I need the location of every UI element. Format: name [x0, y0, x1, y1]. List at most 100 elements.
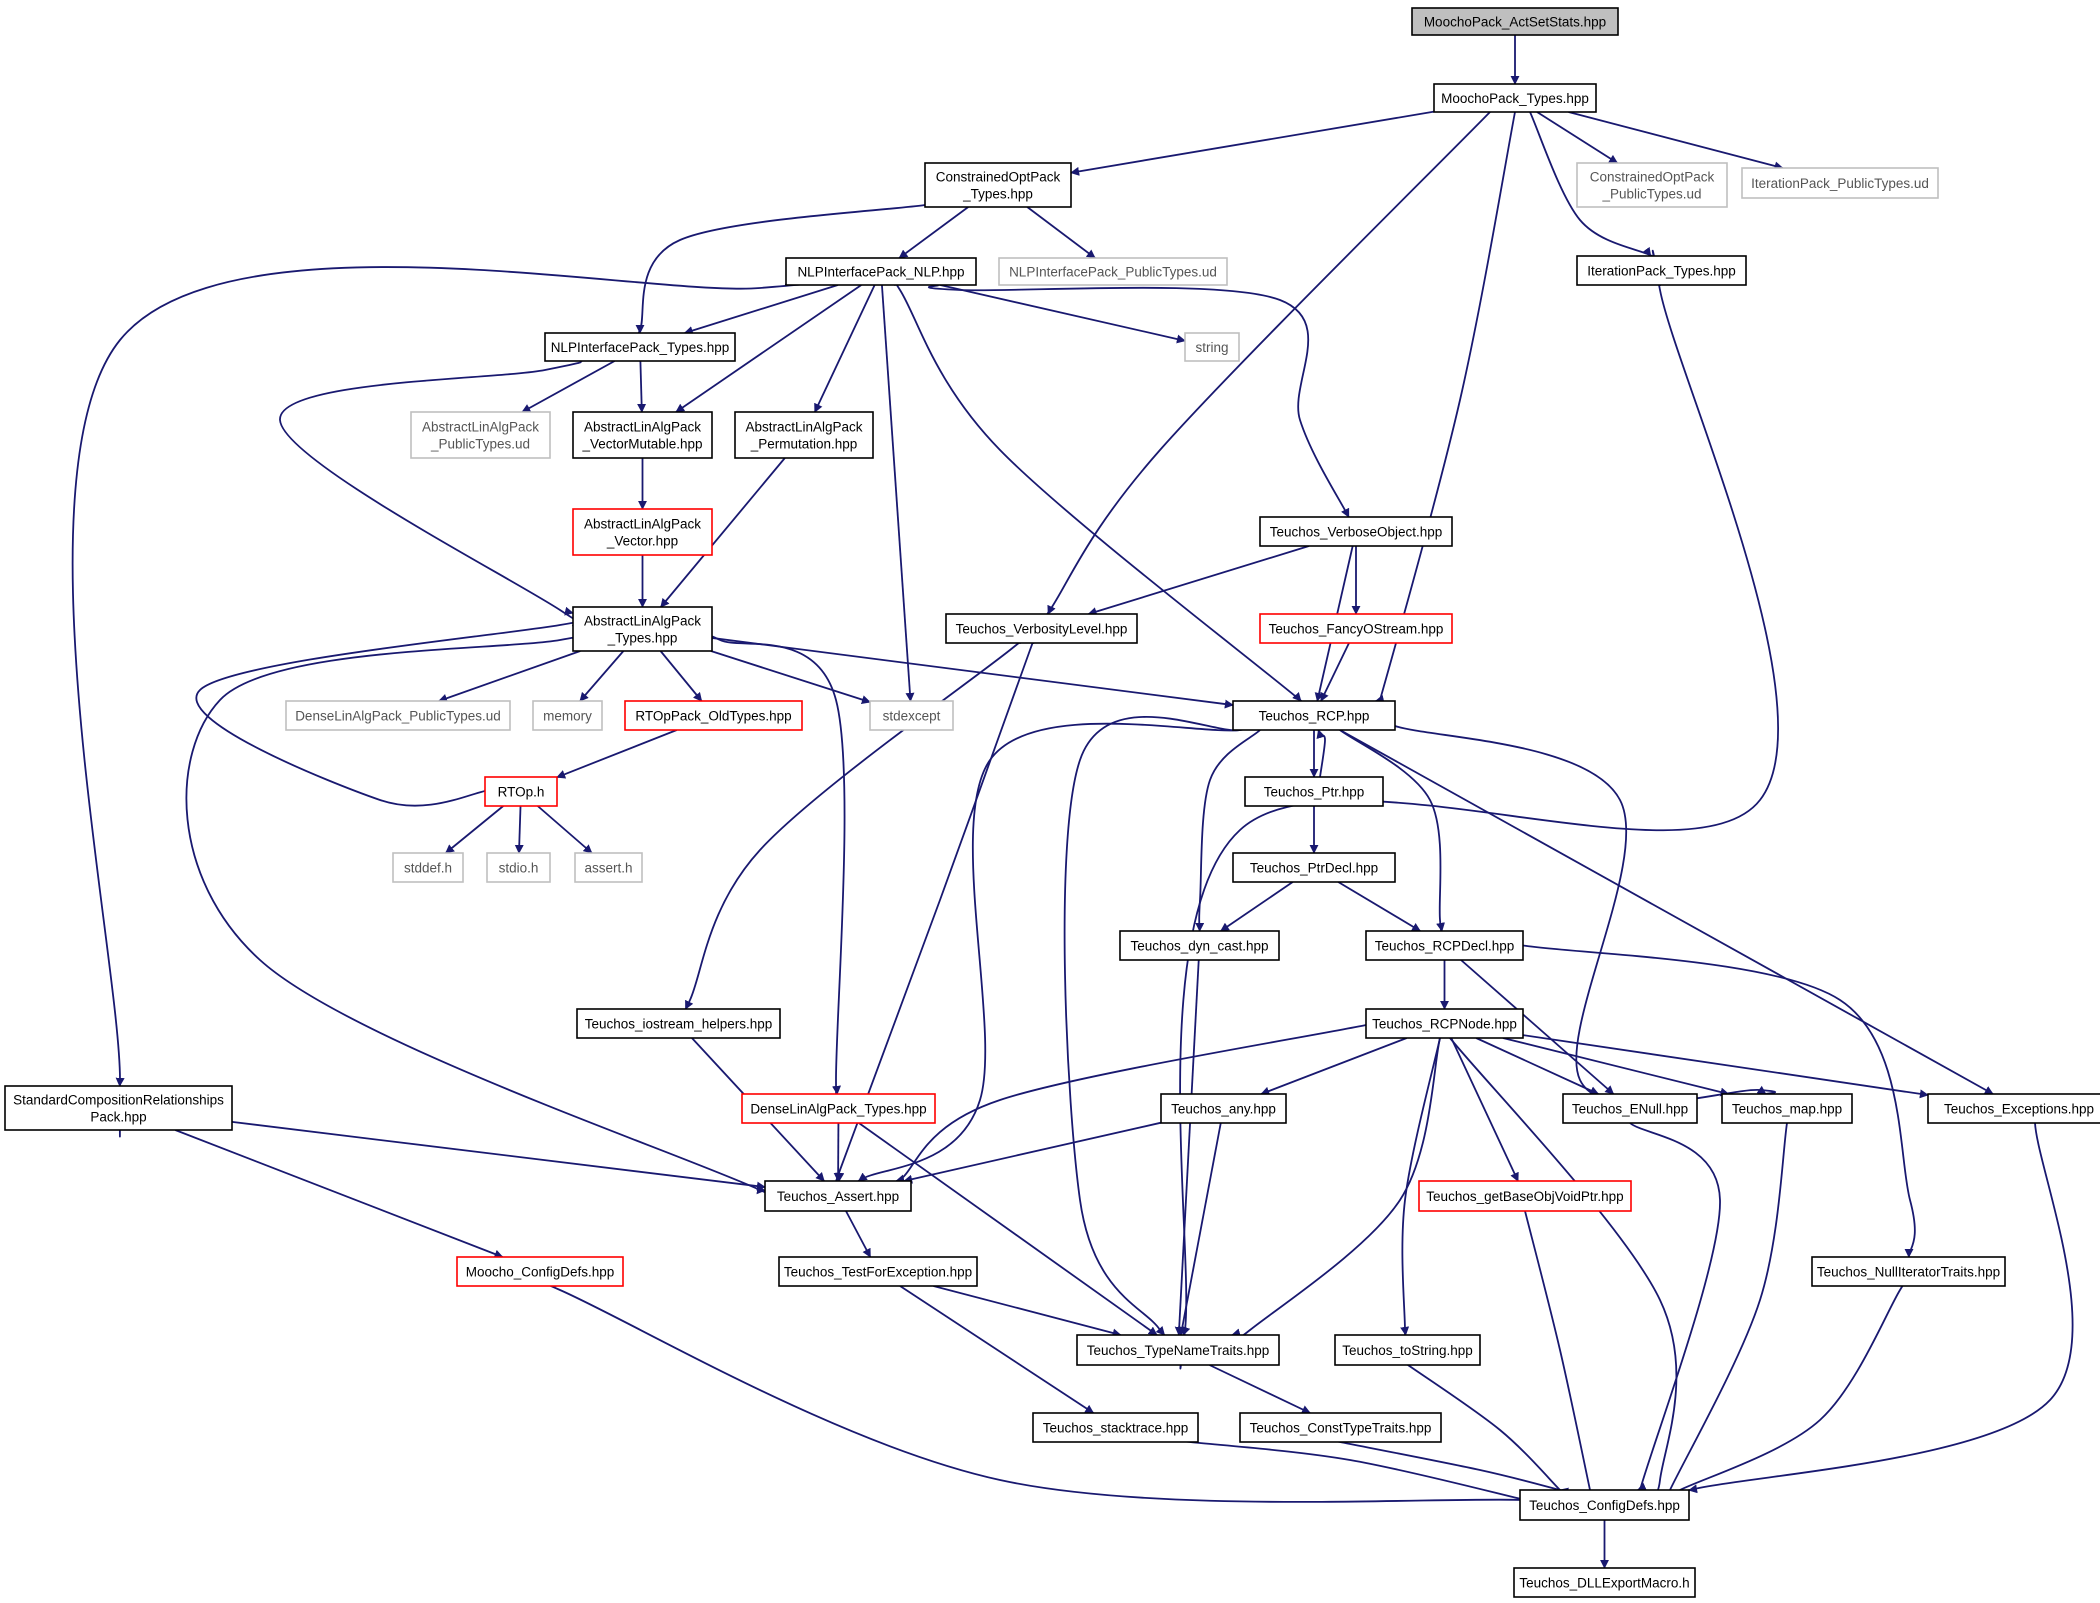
node-verbobj[interactable]: Teuchos_VerboseObject.hpp	[1259, 516, 1453, 547]
node-enull[interactable]: Teuchos_ENull.hpp	[1562, 1093, 1698, 1124]
node-memory[interactable]: memory	[532, 700, 603, 731]
node-rcpdecl[interactable]: Teuchos_RCPDecl.hpp	[1365, 930, 1524, 961]
edge-typename-to-consttype	[1209, 1364, 1311, 1414]
node-nullit[interactable]: Teuchos_NullIteratorTraits.hpp	[1811, 1256, 2006, 1287]
node-vector[interactable]: AbstractLinAlgPack_Vector.hpp	[572, 508, 713, 556]
node-label: AbstractLinAlgPack	[422, 420, 539, 435]
node-map[interactable]: Teuchos_map.hpp	[1721, 1093, 1853, 1124]
edge-perm-to-alatypes	[660, 457, 786, 608]
node-fancy[interactable]: Teuchos_FancyOStream.hpp	[1259, 613, 1453, 644]
node-label: _Types.hpp	[607, 631, 678, 646]
node-nlp[interactable]: NLPInterfacePack_NLP.hpp	[785, 257, 977, 286]
node-tassert[interactable]: Teuchos_Assert.hpp	[764, 1180, 912, 1212]
node-alaud[interactable]: AbstractLinAlgPack _PublicTypes.ud	[410, 411, 551, 459]
edge-rcpnode-to-tassert	[890, 1018, 1395, 1188]
edge-getbase-to-tconfig	[1521, 1199, 1597, 1502]
node-stdexcept[interactable]: stdexcept	[869, 700, 954, 731]
node-dllexport[interactable]: Teuchos_DLLExportMacro.h	[1513, 1567, 1696, 1598]
node-ptrdecl[interactable]: Teuchos_PtrDecl.hpp	[1232, 852, 1396, 883]
node-alatypes[interactable]: AbstractLinAlgPack_Types.hpp	[572, 606, 713, 652]
node-label: memory	[543, 709, 592, 724]
edge-nlp-to-rcp	[890, 275, 1324, 720]
node-label: Teuchos_TypeNameTraits.hpp	[1087, 1343, 1270, 1358]
node-perm[interactable]: AbstractLinAlgPack_Permutation.hpp	[734, 411, 874, 459]
node-tostring[interactable]: Teuchos_toString.hpp	[1334, 1334, 1481, 1366]
node-root[interactable]: MoochoPack_ActSetStats.hpp	[1411, 7, 1619, 36]
node-label: Teuchos_any.hpp	[1171, 1102, 1276, 1117]
node-rcp[interactable]: Teuchos_RCP.hpp	[1232, 700, 1396, 731]
node-string[interactable]: string	[1184, 332, 1240, 362]
node-copt[interactable]: ConstrainedOptPack_Types.hpp	[924, 162, 1072, 208]
node-label: DenseLinAlgPack_PublicTypes.ud	[295, 709, 501, 724]
node-stddef[interactable]: stddef.h	[392, 852, 464, 883]
node-rcpnode[interactable]: Teuchos_RCPNode.hpp	[1365, 1008, 1524, 1039]
node-box	[1239, 1412, 1442, 1443]
node-verblvl[interactable]: Teuchos_VerbosityLevel.hpp	[945, 613, 1138, 644]
edge-itertypes-to-typename	[1179, 249, 1779, 1370]
node-tconfig[interactable]: Teuchos_ConfigDefs.hpp	[1519, 1489, 1690, 1521]
node-box	[624, 700, 803, 731]
node-box	[998, 257, 1228, 286]
node-box	[456, 1256, 624, 1287]
node-label: _Permutation.hpp	[750, 437, 858, 452]
node-getbase[interactable]: Teuchos_getBaseObjVoidPtr.hpp	[1418, 1180, 1632, 1212]
node-iterud[interactable]: IterationPack_PublicTypes.ud	[1741, 167, 1939, 199]
node-ptr[interactable]: Teuchos_Ptr.hpp	[1244, 776, 1384, 807]
node-label: Teuchos_DLLExportMacro.h	[1519, 1576, 1689, 1591]
edge-alatypes-to-dlaud	[438, 650, 581, 703]
node-box	[778, 1256, 978, 1287]
edge-copt-to-nlpud	[1026, 206, 1096, 259]
edge-exceptions-to-tconfig	[1662, 1101, 2074, 1498]
node-label: IterationPack_PublicTypes.ud	[1751, 176, 1929, 191]
node-any[interactable]: Teuchos_any.hpp	[1160, 1093, 1287, 1124]
node-vecmut[interactable]: AbstractLinAlgPack_VectorMutable.hpp	[572, 411, 713, 459]
node-rtopold[interactable]: RTOpPack_OldTypes.hpp	[624, 700, 803, 731]
edge-alatypes-to-memory	[579, 650, 625, 702]
edge-nlp-to-nlptypes	[683, 284, 839, 335]
node-nlptypes[interactable]: NLPInterfacePack_Types.hpp	[544, 332, 736, 362]
node-exceptions[interactable]: Teuchos_Exceptions.hpp	[1927, 1093, 2100, 1124]
node-label: _PublicTypes.ud	[1601, 187, 1701, 202]
node-assert[interactable]: assert.h	[574, 852, 643, 883]
edge-nlp-to-verbobj	[928, 284, 1350, 518]
node-typename[interactable]: Teuchos_TypeNameTraits.hpp	[1076, 1334, 1280, 1366]
node-consttype[interactable]: Teuchos_ConstTypeTraits.hpp	[1239, 1412, 1442, 1443]
node-dlaud[interactable]: DenseLinAlgPack_PublicTypes.ud	[285, 700, 511, 731]
node-box	[1562, 1093, 1698, 1124]
node-stdio[interactable]: stdio.h	[486, 852, 551, 883]
node-stacktrace[interactable]: Teuchos_stacktrace.hpp	[1032, 1412, 1199, 1443]
node-coptud[interactable]: ConstrainedOptPack_PublicTypes.ud	[1576, 162, 1728, 208]
node-rtop[interactable]: RTOp.h	[484, 776, 558, 807]
node-box	[1519, 1489, 1690, 1521]
node-box	[741, 1093, 936, 1124]
node-dyncast[interactable]: Teuchos_dyn_cast.hpp	[1119, 930, 1280, 961]
node-label: Teuchos_RCPNode.hpp	[1372, 1017, 1517, 1032]
node-label: Teuchos_RCPDecl.hpp	[1375, 939, 1515, 954]
node-dlatypes[interactable]: DenseLinAlgPack_Types.hpp	[741, 1093, 936, 1124]
node-box	[1076, 1334, 1280, 1366]
node-box	[1184, 332, 1240, 362]
node-label: Teuchos_TestForException.hpp	[784, 1265, 972, 1280]
node-itertypes[interactable]: IterationPack_Types.hpp	[1576, 255, 1747, 286]
edge-mconfig-to-tconfig	[525, 1273, 1564, 1505]
node-box	[1927, 1093, 2100, 1124]
edge-rtop-to-assert	[537, 805, 593, 854]
node-mconfig[interactable]: Moocho_ConfigDefs.hpp	[456, 1256, 624, 1287]
node-box	[1259, 516, 1453, 547]
node-box	[392, 852, 464, 883]
edge-ptrdecl-to-dyncast	[1220, 881, 1294, 932]
edge-types-to-coptud	[1536, 111, 1619, 164]
node-nlpud[interactable]: NLPInterfacePack_PublicTypes.ud	[998, 257, 1228, 286]
edge-rcp-to-dyncast	[1195, 725, 1265, 932]
node-label: MoochoPack_ActSetStats.hpp	[1424, 15, 1606, 30]
node-box	[1411, 7, 1619, 36]
node-types[interactable]: MoochoPack_Types.hpp	[1433, 83, 1597, 113]
node-testexc[interactable]: Teuchos_TestForException.hpp	[778, 1256, 978, 1287]
node-box	[1741, 167, 1939, 199]
edge-rtopold-to-rtop	[556, 729, 678, 779]
node-box	[572, 411, 713, 459]
edge-rcp-to-map	[1377, 719, 1777, 1105]
node-iohelp[interactable]: Teuchos_iostream_helpers.hpp	[576, 1008, 781, 1039]
node-label: _PublicTypes.ud	[430, 437, 530, 452]
